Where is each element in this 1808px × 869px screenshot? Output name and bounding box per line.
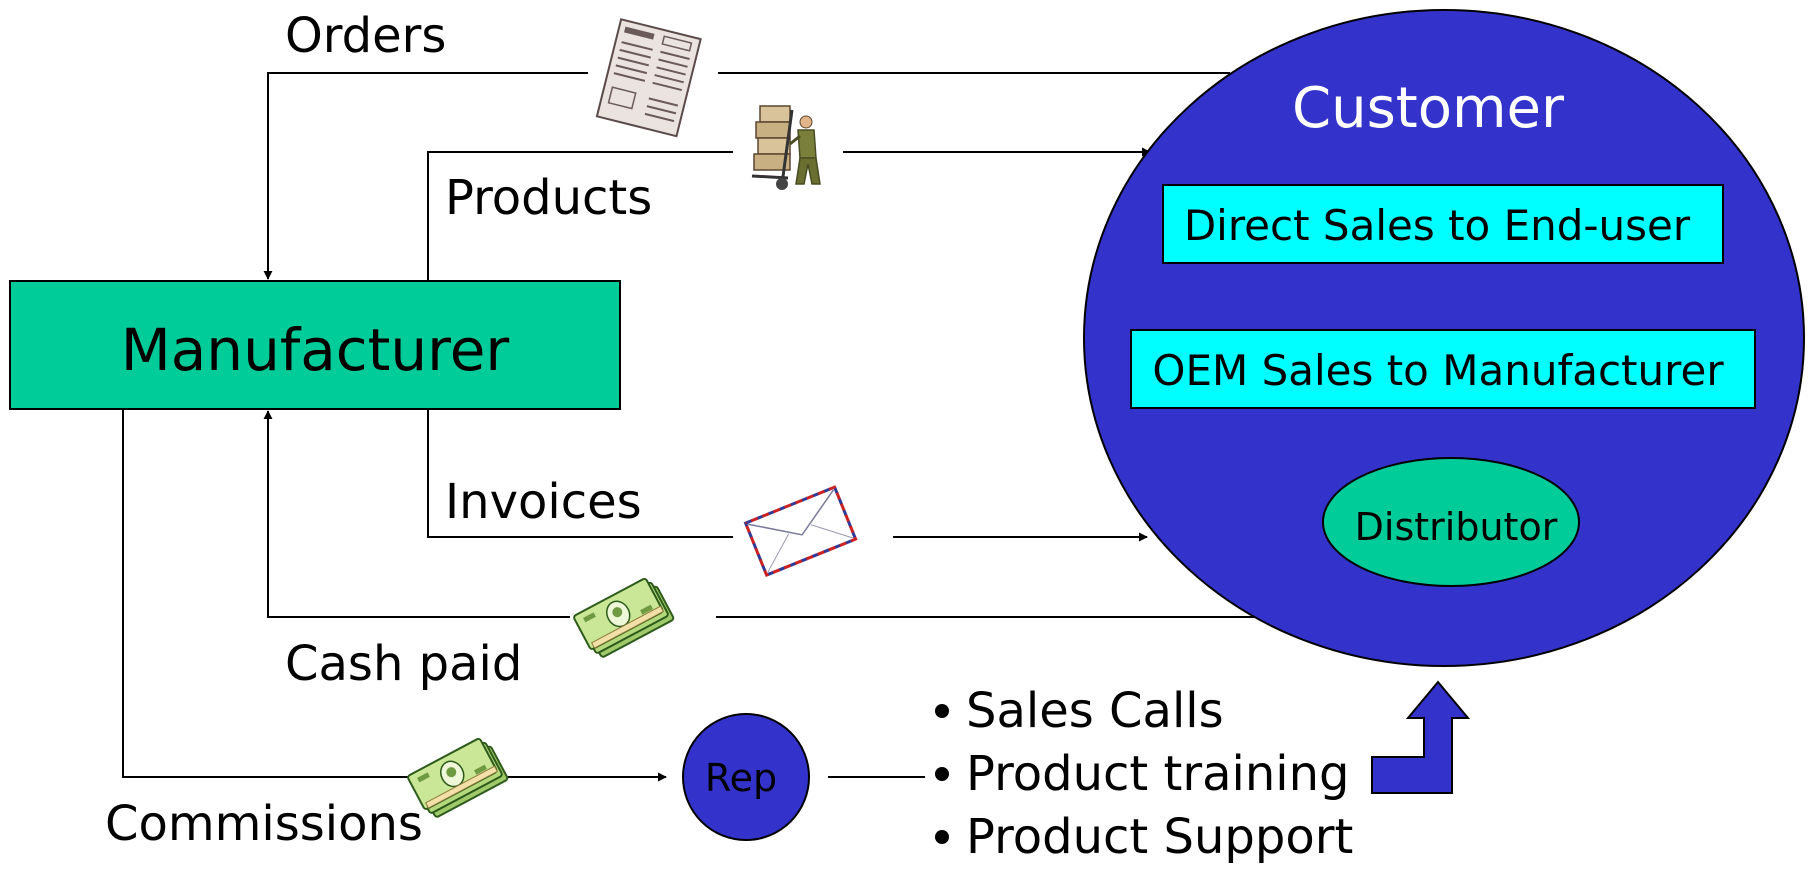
rep-group: Rep: [682, 713, 810, 841]
up-arrow-to-customer: [1371, 680, 1471, 794]
invoices-label: Invoices: [445, 474, 642, 530]
distributor-label: Distributor: [1355, 505, 1558, 549]
activity-product-support: Product Support: [966, 809, 1353, 865]
products-connector-left: [427, 151, 733, 280]
cash-paid-label: Cash paid: [285, 636, 522, 692]
oem-sales-box: [1130, 329, 1756, 409]
airmail-envelope-icon: [743, 485, 858, 578]
products-label: Products: [445, 170, 652, 226]
manufacturer-label: Manufacturer: [121, 316, 510, 384]
orders-label: Orders: [285, 8, 446, 64]
bullet: [935, 704, 949, 718]
flow-connectors: [122, 72, 1260, 782]
rep-activities-list: Sales Calls Product training Product Sup…: [935, 683, 1353, 865]
direct-sales-label: Direct Sales to End-user: [1184, 201, 1691, 250]
direct-sales-box: [1162, 184, 1724, 264]
delivery-worker-handcart-icon: [751, 105, 821, 190]
customer-group: Customer Direct Sales to End-user OEM Sa…: [1083, 9, 1805, 667]
bullet: [935, 830, 949, 844]
distributor-ellipse: [1322, 457, 1580, 587]
rep-label: Rep: [705, 756, 777, 800]
bullet: [935, 767, 949, 781]
commissions-label: Commissions: [105, 796, 423, 852]
commissions-connector-left: [122, 410, 410, 778]
order-form-icon: [595, 18, 702, 138]
manufacturer-group: Manufacturer: [9, 280, 621, 410]
activity-product-training: Product training: [966, 746, 1349, 802]
orders-connector-left: [263, 72, 588, 280]
customer-title: Customer: [1292, 76, 1565, 141]
cash-stack-icon: [572, 573, 676, 662]
activity-sales-calls: Sales Calls: [966, 683, 1224, 739]
cash-paid-connector-left: [263, 410, 570, 618]
rep-circle: [682, 713, 810, 841]
manufacturer-box: [9, 280, 621, 410]
invoices-connector-left: [427, 410, 733, 538]
oem-sales-label: OEM Sales to Manufacturer: [1152, 346, 1724, 395]
